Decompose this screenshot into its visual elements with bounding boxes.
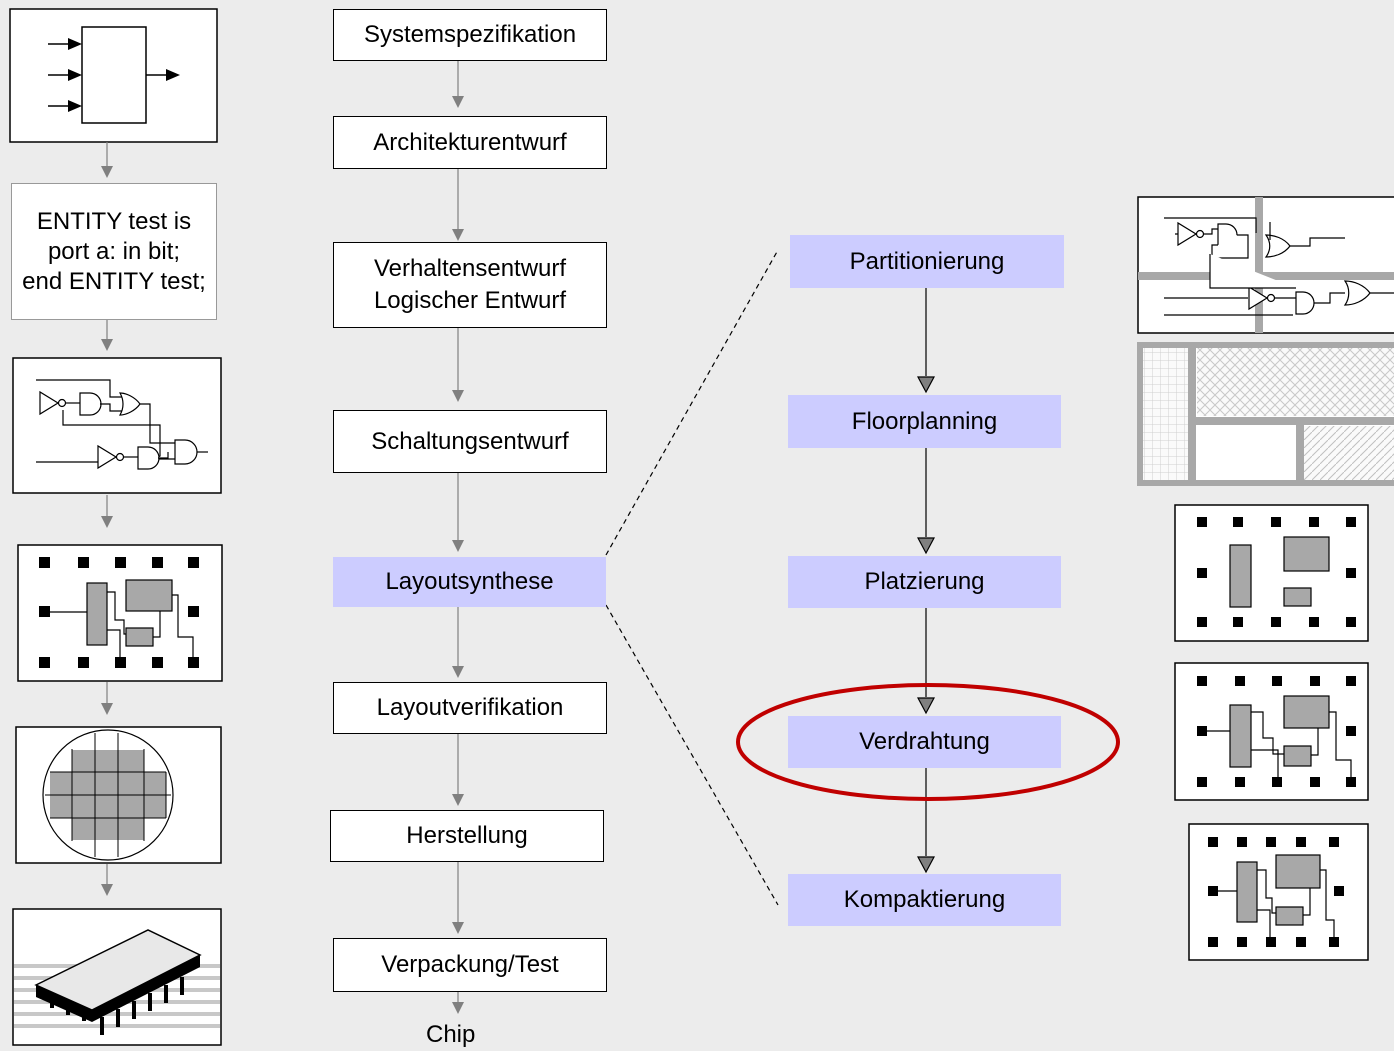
- step-layoutsynthese: Layoutsynthese: [333, 557, 606, 607]
- substep-kompaktierung: Kompaktierung: [788, 874, 1061, 926]
- substep-partitionierung: Partitionierung: [790, 235, 1064, 288]
- left-column-arrows: [101, 142, 113, 896]
- step-systemspezifikation: Systemspezifikation: [333, 9, 607, 61]
- highlight-ellipse: [736, 683, 1120, 801]
- step-verhaltensentwurf: Verhaltensentwurf Logischer Entwurf: [333, 242, 607, 328]
- step-verhaltensentwurf-line2: Logischer Entwurf: [373, 287, 567, 314]
- routing-icon: [1174, 662, 1369, 801]
- substep-platzierung: Platzierung: [788, 556, 1061, 608]
- partition-schematic-icon: [1137, 196, 1394, 334]
- step-schaltungsentwurf: Schaltungsentwurf: [333, 410, 607, 473]
- floorplan-icon: [1137, 342, 1394, 486]
- step-verpackung-test: Verpackung/Test: [333, 938, 607, 992]
- placement-icon: [1174, 504, 1369, 642]
- gate-schematic-icon: [12, 357, 222, 494]
- chip-label: Chip: [426, 1021, 476, 1048]
- chip-package-icon: [12, 908, 222, 1046]
- step-herstellung: Herstellung: [330, 810, 604, 862]
- vhdl-line-3: end ENTITY test;: [22, 267, 206, 295]
- layout-icon: [17, 544, 223, 682]
- vhdl-line-2: port a: in bit;: [47, 237, 181, 265]
- main-flow-arrows: [452, 61, 464, 1014]
- step-architekturentwurf: Architekturentwurf: [333, 116, 607, 169]
- expansion-lines: [605, 249, 779, 906]
- compacted-layout-icon: [1188, 823, 1369, 961]
- vhdl-line-1: ENTITY test is: [36, 207, 192, 235]
- substep-floorplanning: Floorplanning: [788, 395, 1061, 448]
- block-symbol-icon: [9, 8, 218, 143]
- step-layoutverifikation: Layoutverifikation: [333, 682, 607, 734]
- substep-verdrahtung: Verdrahtung: [788, 716, 1061, 768]
- wafer-icon: [15, 726, 222, 864]
- step-verhaltensentwurf-line1: Verhaltensentwurf: [373, 255, 567, 282]
- layout-flow-arrows: [917, 288, 935, 874]
- vhdl-code-box: ENTITY test is port a: in bit; end ENTIT…: [11, 183, 217, 320]
